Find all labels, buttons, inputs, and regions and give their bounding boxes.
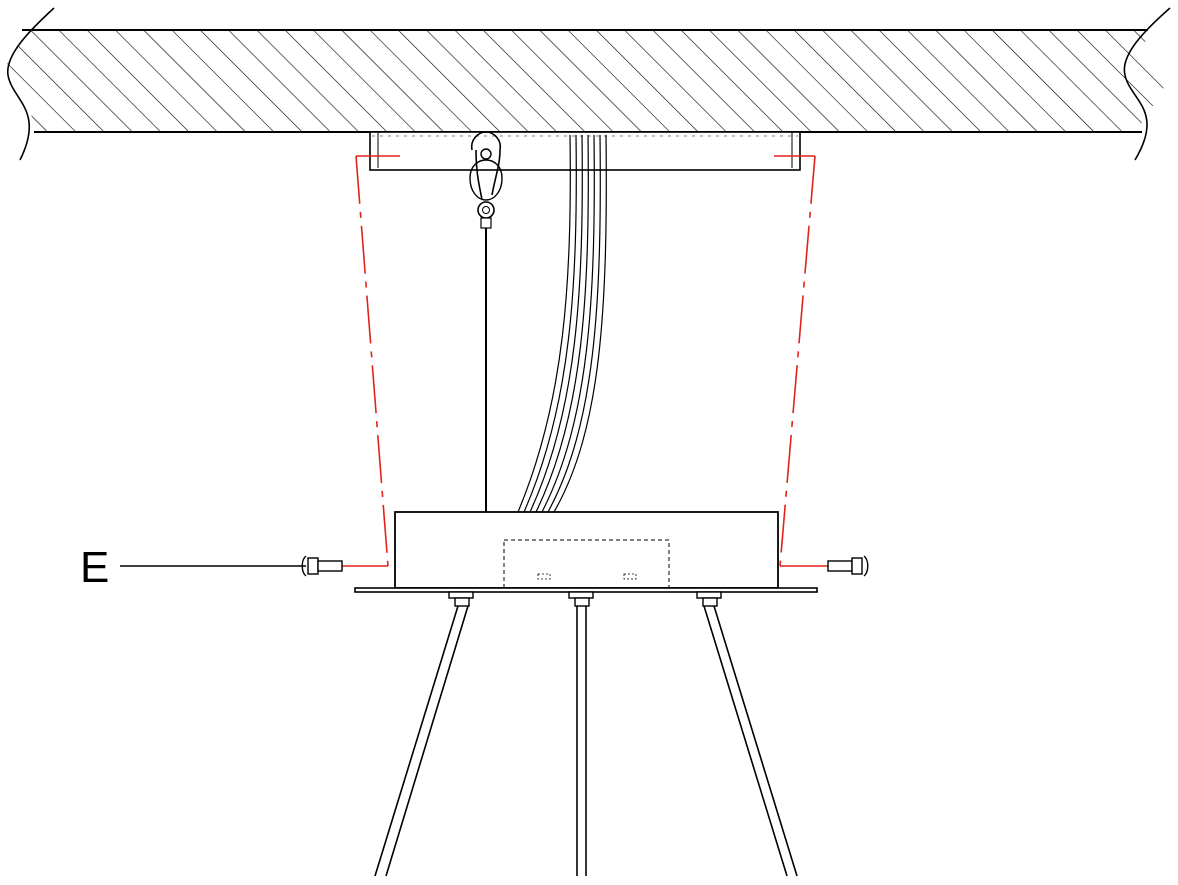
suspension-rods: [374, 605, 798, 877]
screw-left-icon: [301, 555, 343, 577]
callout-label-e: E: [80, 543, 110, 592]
screw-right-icon: [827, 555, 869, 577]
canopy-box: [394, 511, 779, 589]
ceiling-slab: [6, 7, 1171, 161]
mounting-bracket: [369, 131, 801, 171]
alignment-guides: [342, 155, 828, 567]
rod-fittings: [448, 591, 722, 607]
ceiling-hook-icon: [469, 131, 503, 229]
cable-bundle: [517, 134, 607, 513]
